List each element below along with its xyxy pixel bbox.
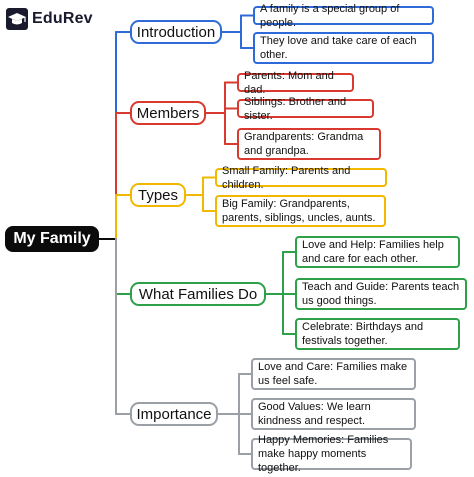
leaf-node-what-families-do: Celebrate: Birthdays and festivals toget… — [295, 318, 460, 350]
branch-node-introduction: Introduction — [130, 20, 222, 44]
leaf-node-members: Parents: Mom and dad. — [237, 70, 354, 96]
root-node: My Family — [5, 226, 99, 252]
leaf-node-introduction: A family is a special group of people. — [253, 3, 434, 29]
leaf-node-importance: Good Values: We learn kindness and respe… — [251, 398, 416, 430]
leaf-node-types: Small Family: Parents and children. — [215, 165, 387, 191]
brand-logo: EduRev — [6, 8, 93, 30]
leaf-node-what-families-do: Teach and Guide: Parents teach us good t… — [295, 278, 467, 310]
leaf-node-what-families-do: Love and Help: Families help and care fo… — [295, 236, 460, 268]
leaf-node-types: Big Family: Grandparents, parents, sibli… — [215, 195, 386, 227]
leaf-node-importance: Love and Care: Families make us feel saf… — [251, 358, 416, 390]
branch-node-members: Members — [130, 101, 206, 125]
graduation-cap-icon — [6, 8, 28, 30]
leaf-node-importance: Happy Memories: Families make happy mome… — [251, 434, 412, 474]
branch-node-types: Types — [130, 183, 186, 207]
leaf-node-members: Siblings: Brother and sister. — [237, 96, 374, 122]
leaf-node-members: Grandparents: Grandma and grandpa. — [237, 128, 381, 160]
branch-node-what-families-do: What Families Do — [130, 282, 266, 306]
branch-node-importance: Importance — [130, 402, 218, 426]
leaf-node-introduction: They love and take care of each other. — [253, 32, 434, 64]
brand-name: EduRev — [32, 10, 93, 27]
